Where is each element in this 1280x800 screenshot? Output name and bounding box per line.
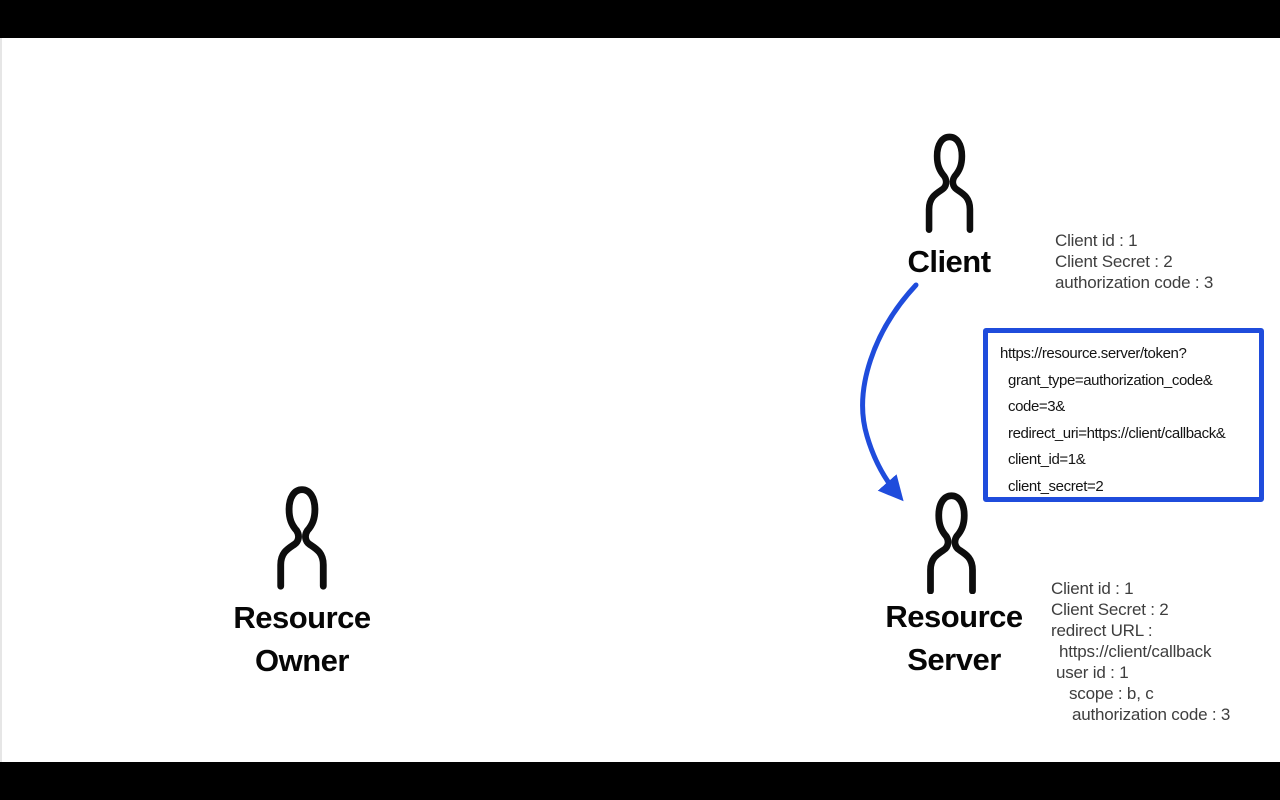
client-note-line: Client Secret : 2 xyxy=(1055,252,1173,271)
letterbox-bottom xyxy=(0,762,1280,800)
client-label: Client xyxy=(907,244,991,279)
resource-owner-label-line2: Owner xyxy=(255,643,349,678)
resource-server-notes: Client id : 1 Client Secret : 2 redirect… xyxy=(1051,578,1230,725)
resource-owner-person-icon xyxy=(277,486,327,590)
request-line: code=3& xyxy=(1008,398,1065,415)
resource-server-person-icon xyxy=(927,492,976,594)
letterbox-top xyxy=(0,0,1280,38)
request-line: client_id=1& xyxy=(1008,451,1086,468)
rs-note-line: user id : 1 xyxy=(1056,663,1129,682)
rs-note-line: https://client/callback xyxy=(1059,642,1212,661)
diagram-canvas: Client Client id : 1 Client Secret : 2 a… xyxy=(0,38,1280,762)
request-line: client_secret=2 xyxy=(1008,477,1104,495)
resource-server-label: Resource Server xyxy=(854,595,1054,681)
resource-server-label-line1: Resource xyxy=(885,599,1023,634)
request-line: redirect_uri=https://client/callback& xyxy=(1008,424,1226,442)
client-note-line: Client id : 1 xyxy=(1055,231,1138,250)
resource-server-label-line2: Server xyxy=(907,642,1001,677)
rs-note-line: redirect URL : xyxy=(1051,621,1153,640)
token-request-box: https://resource.server/token? grant_typ… xyxy=(983,328,1264,502)
client-note-line: authorization code : 3 xyxy=(1055,273,1214,292)
rs-note-line: authorization code : 3 xyxy=(1072,705,1231,724)
resource-owner-label: Resource Owner xyxy=(202,596,402,682)
rs-note-line: Client Secret : 2 xyxy=(1051,600,1169,619)
rs-note-line: scope : b, c xyxy=(1069,684,1154,703)
client-notes: Client id : 1 Client Secret : 2 authoriz… xyxy=(1055,230,1213,293)
request-line: grant_type=authorization_code& xyxy=(1008,371,1213,389)
request-line: https://resource.server/token? xyxy=(1000,345,1187,362)
resource-owner-label-line1: Resource xyxy=(233,600,371,635)
client-person-icon xyxy=(925,133,974,233)
rs-note-line: Client id : 1 xyxy=(1051,579,1134,598)
